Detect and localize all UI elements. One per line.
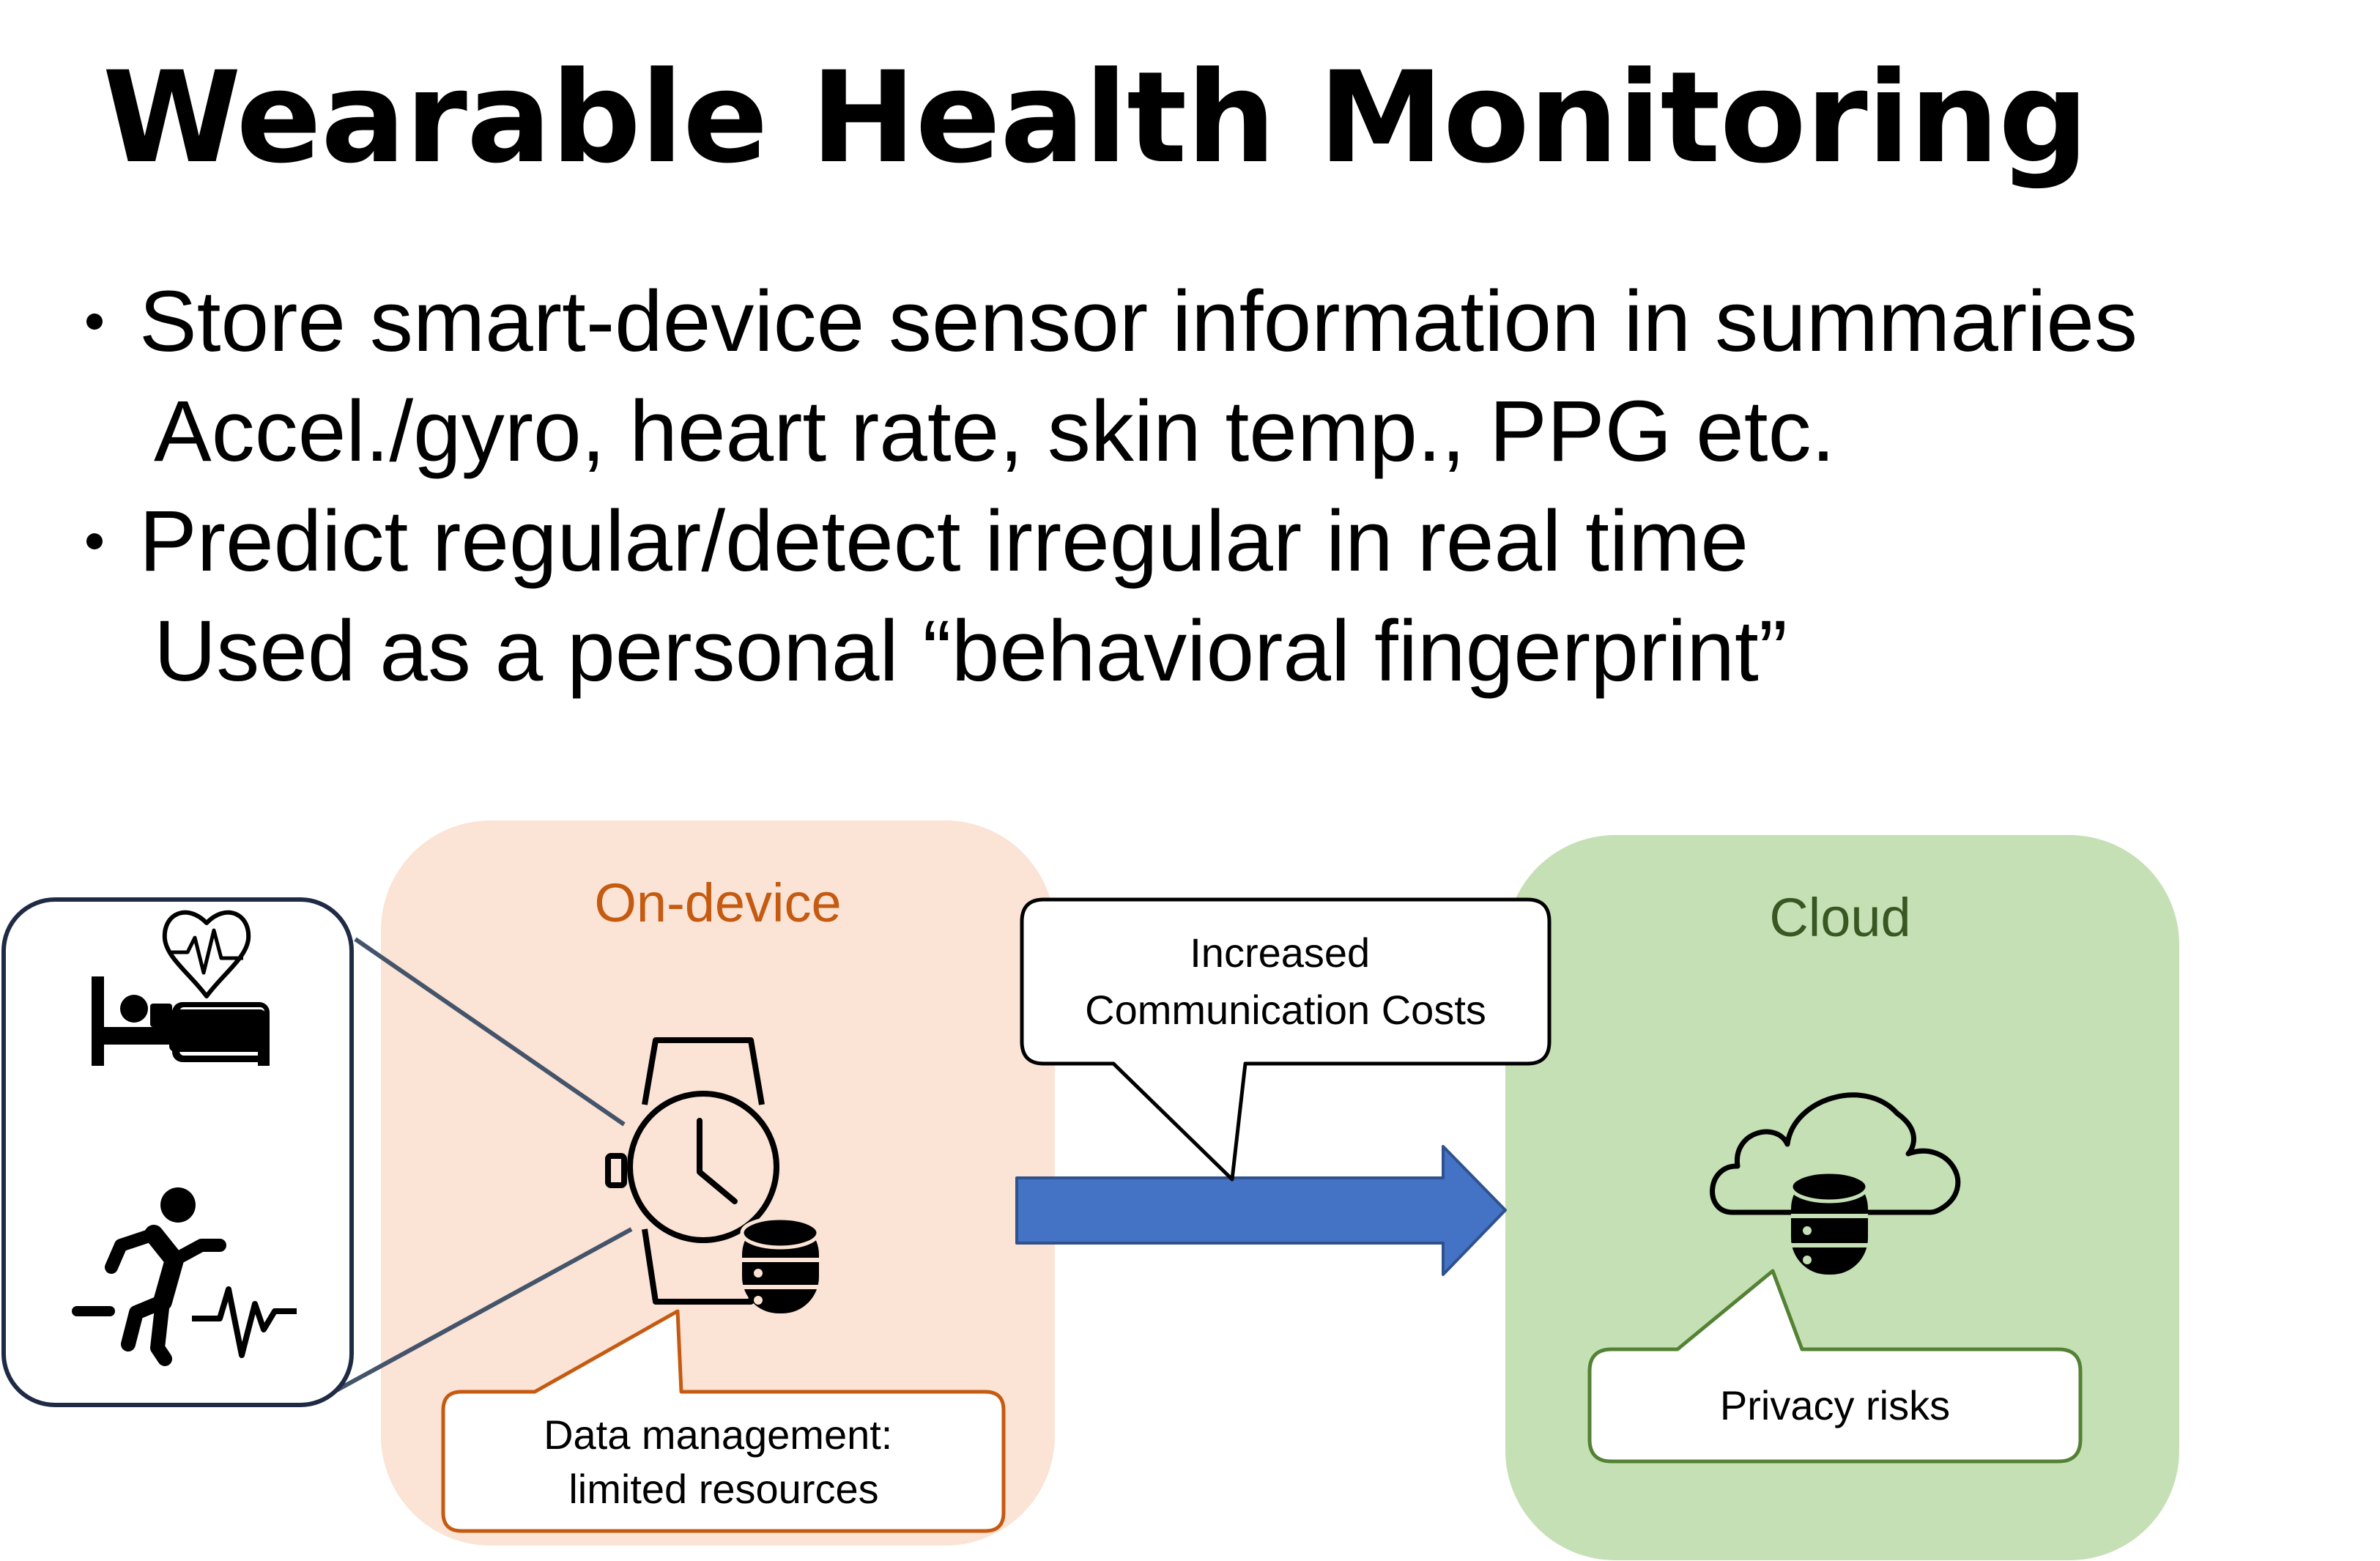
slide-title: Wearable Health Monitoring — [102, 44, 2088, 191]
callout-line: Increased — [1190, 930, 1370, 976]
cloud-label: Cloud — [1769, 887, 1910, 948]
cloud-icon — [1710, 1092, 1961, 1215]
heart-monitor-icon — [162, 910, 251, 998]
running-person-icon — [72, 1187, 226, 1366]
bullet-subtext: Used as a personal “behavioral fingerpri… — [154, 603, 1788, 700]
database-icon — [1789, 1170, 1869, 1275]
callout-line: Communication Costs — [1085, 987, 1486, 1033]
bullet-dot — [86, 533, 103, 549]
smartwatch-icon — [605, 1037, 779, 1305]
communication-callout-text: Increased Communication Costs — [1085, 930, 1486, 1033]
data-management-text: Data management: limited resources — [544, 1412, 904, 1512]
privacy-callout-text: Privacy risks — [1720, 1382, 1950, 1428]
bullet-subtext: Accel./gyro, heart rate, skin temp., PPG… — [154, 383, 1836, 480]
communication-callout — [1020, 897, 1552, 1182]
bullet-text: Predict regular/detect irregular in real… — [139, 493, 1749, 590]
callout-line: Data management: — [544, 1412, 892, 1458]
arrow-right-icon — [1015, 1145, 1507, 1276]
data-management-callout — [441, 1309, 1006, 1533]
pulse-icon — [192, 1286, 297, 1358]
connector-line — [354, 937, 626, 1127]
activity-box — [1, 897, 354, 1407]
bed-sleep-icon — [92, 976, 270, 1066]
database-icon — [740, 1216, 820, 1313]
bullet-text: Store smart-device sensor information in… — [139, 273, 2138, 370]
callout-line: limited resources — [568, 1466, 878, 1512]
bullet-dot — [86, 314, 103, 330]
connector-line — [330, 1227, 633, 1395]
privacy-callout — [1587, 1269, 2083, 1464]
on-device-label: On-device — [594, 872, 841, 933]
